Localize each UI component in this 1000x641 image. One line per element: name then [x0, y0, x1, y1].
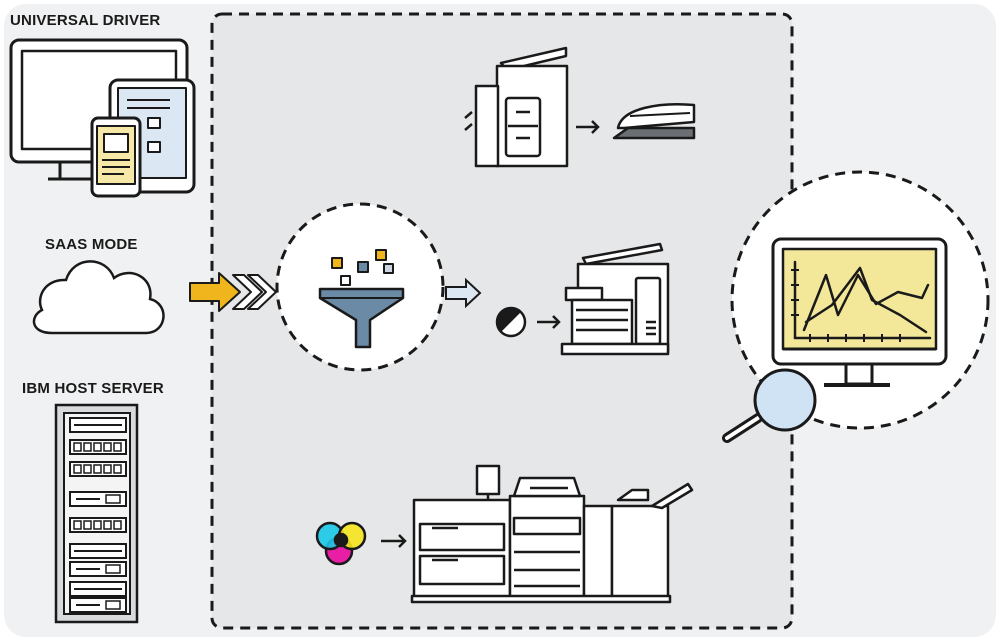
ibm-host-server-label: IBM HOST SERVER	[22, 380, 164, 397]
server-rack-icon	[54, 403, 139, 624]
rack-port	[113, 442, 122, 452]
triple-chevron-arrow-icon	[189, 272, 277, 312]
rack-port	[83, 520, 92, 530]
rack-drive-bay	[105, 494, 121, 504]
magnifying-glass-icon	[722, 368, 817, 443]
universal-driver-label: UNIVERSAL DRIVER	[10, 12, 161, 29]
saas-mode-label: SAAS MODE	[45, 236, 138, 253]
rack-port	[73, 464, 82, 474]
cloud-icon	[32, 260, 165, 335]
devices-icon	[9, 38, 196, 198]
rack-port	[103, 442, 112, 452]
small-arrow-1	[576, 120, 600, 134]
rack-port	[73, 520, 82, 530]
funnel-filter-icon	[318, 249, 405, 349]
black-white-toner-icon	[495, 306, 527, 338]
rack-port	[83, 442, 92, 452]
rack-port	[113, 520, 122, 530]
funnel-circle	[275, 202, 445, 372]
outlined-arrow-icon	[445, 277, 482, 309]
production-press-icon	[410, 464, 694, 604]
rack-port	[103, 520, 112, 530]
office-printer-icon	[560, 242, 670, 356]
stapler-icon	[612, 103, 696, 140]
rack-port	[113, 464, 122, 474]
rack-port	[93, 442, 102, 452]
rack-port	[93, 520, 102, 530]
rack-port	[73, 442, 82, 452]
rack-drive-bay	[105, 564, 121, 574]
printer-with-finisher-icon	[464, 46, 569, 168]
rack-drive-bay	[105, 600, 121, 610]
monitor-chart-icon	[771, 237, 948, 387]
rack-port	[93, 464, 102, 474]
rack-port	[83, 464, 92, 474]
small-arrow-2	[537, 315, 561, 329]
small-arrow-3	[381, 534, 407, 548]
cmyk-color-icon	[315, 521, 367, 566]
rack-port	[103, 464, 112, 474]
